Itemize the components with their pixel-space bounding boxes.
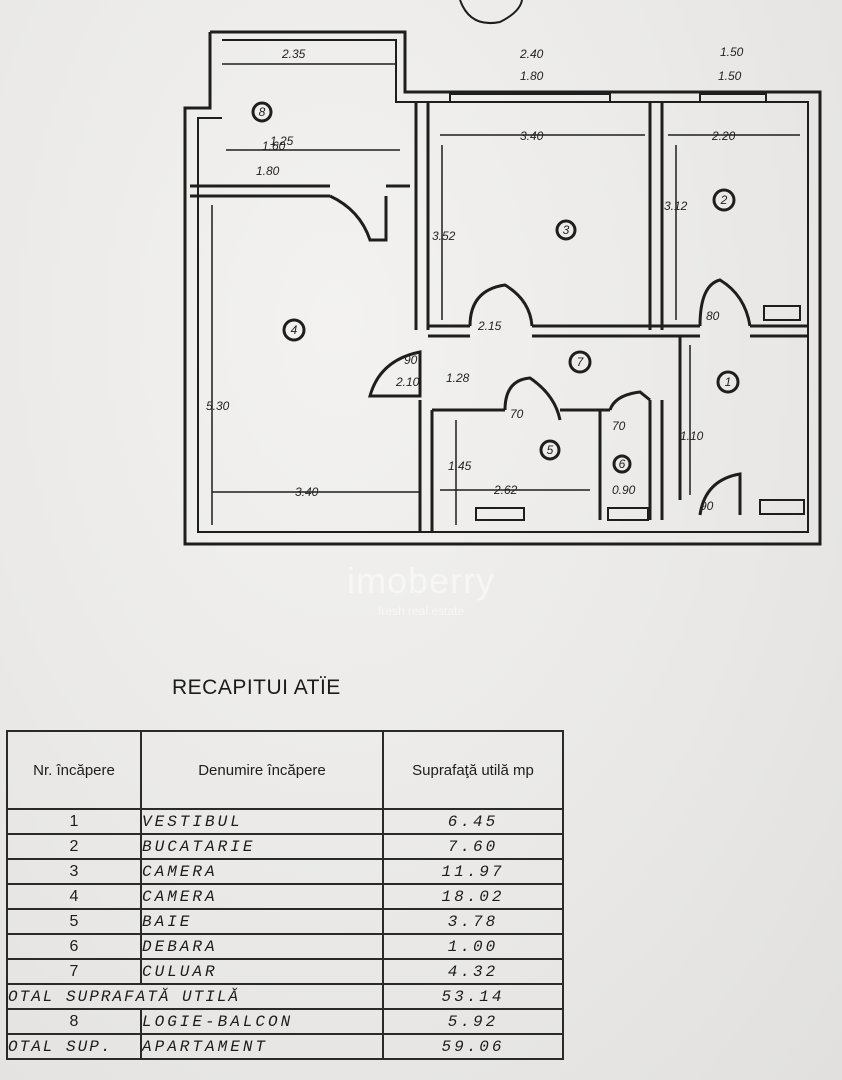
row-name: CULUAR (140, 958, 384, 985)
row-name: BAIE (140, 908, 384, 935)
dimension-label: 1.28 (446, 371, 470, 385)
total-util-area: 53.14 (382, 983, 564, 1010)
header-name: Denumire încăpere (140, 730, 384, 810)
door-arc (698, 278, 752, 327)
dimension-label: 80 (706, 309, 720, 323)
room-marker-label: 6 (619, 457, 626, 471)
row-area: 3.78 (382, 908, 564, 935)
dimension-label: 70 (510, 407, 524, 421)
dimension-label: 2.40 (519, 47, 544, 61)
room-marker (568, 350, 592, 374)
row-area: 1.00 (382, 933, 564, 960)
row-nr: 7 (6, 958, 142, 985)
row-name: VESTIBUL (140, 808, 384, 835)
row-nr: 2 (6, 833, 142, 860)
total-apartment-label: OTAL SUP. (6, 1033, 142, 1060)
header-area: Suprafaţă utilă mp (382, 730, 564, 810)
dimension-label: 2.20 (711, 129, 736, 143)
row-nr: 1 (6, 808, 142, 835)
dimension-label: 1.80 (520, 69, 544, 83)
row-nr: 3 (6, 858, 142, 885)
watermark-brand: imoberry (346, 560, 496, 601)
table-row: 1 VESTIBUL 6.45 (6, 808, 564, 835)
dimension-label: 1.10 (680, 429, 704, 443)
dimension-label: 1.50 (718, 69, 742, 83)
room-marker-label: 7 (577, 355, 585, 369)
dimension-label: 1.25 (270, 134, 294, 148)
room-marker-label: 2 (720, 193, 728, 207)
row-name: BUCATARIE (140, 833, 384, 860)
total-apartment-row: OTAL SUP. APARTAMENT 59.06 (6, 1033, 564, 1060)
dimension-label: 90 (700, 499, 714, 513)
dimension-label: 3.12 (664, 199, 688, 213)
row-name: DEBARA (140, 933, 384, 960)
recap-table: Nr. încăpere Denumire încăpere Suprafaţă… (6, 730, 564, 1060)
row-nr: 6 (6, 933, 142, 960)
table-row: 3 CAMERA 11.97 (6, 858, 564, 885)
room-marker-label: 8 (259, 105, 266, 119)
dimension-label: 2.10 (395, 375, 420, 389)
row-nr: 5 (6, 908, 142, 935)
table-row: 5 BAIE 3.78 (6, 908, 564, 935)
table-row: 7 CULUAR 4.32 (6, 958, 564, 985)
row-nr: 4 (6, 883, 142, 910)
dimension-label: 1.45 (448, 459, 472, 473)
table-row: 2 BUCATARIE 7.60 (6, 833, 564, 860)
room-marker-label: 3 (563, 223, 570, 237)
dimension-label: 3.52 (432, 229, 456, 243)
room-marker (716, 370, 740, 394)
dimension-label: 90 (404, 353, 418, 367)
row-area: 6.45 (382, 808, 564, 835)
room-marker (251, 101, 273, 123)
door-arc (329, 194, 388, 242)
room-marker (539, 439, 561, 461)
room-marker (555, 219, 577, 241)
total-apartment-name: APARTAMENT (140, 1033, 384, 1060)
door-arc (368, 350, 422, 398)
balcony-nr: 8 (6, 1008, 142, 1035)
dimension-label: 1.50 (720, 45, 744, 59)
balcony-area: 5.92 (382, 1008, 564, 1035)
dimension-label: 70 (612, 419, 626, 433)
room-marker (712, 188, 736, 212)
dimension-label: 2.15 (477, 319, 502, 333)
floor-plan: 2.35 2.40 1.80 1.25 1.50 3.40 2.20 1.80 … (183, 0, 822, 546)
row-area: 7.60 (382, 833, 564, 860)
row-area: 11.97 (382, 858, 564, 885)
door-arc (608, 390, 651, 411)
dimension-label: 3.40 (520, 129, 544, 143)
row-area: 18.02 (382, 883, 564, 910)
recap-title: RECAPITUI ATÏE (172, 676, 341, 699)
row-area: 4.32 (382, 958, 564, 985)
balcony-row: 8 LOGIE-BALCON 5.92 (6, 1008, 564, 1035)
door-arc (468, 283, 534, 327)
dimension-label: 0.90 (612, 483, 636, 497)
total-util-label: OTAL SUPRAFATĂ UTILĂ (6, 983, 384, 1010)
dimension-label: 1.80 (256, 164, 280, 178)
watermark-tagline: fresh real estate (377, 604, 465, 618)
header-nr: Nr. încăpere (6, 730, 142, 810)
door-arc (503, 376, 562, 421)
room-marker-label: 1 (725, 375, 732, 389)
total-apartment-area: 59.06 (382, 1033, 564, 1060)
door-arc (698, 472, 742, 516)
row-name: CAMERA (140, 858, 384, 885)
dimension-label: 3.40 (295, 485, 319, 499)
table-header-row: Nr. încăpere Denumire încăpere Suprafaţă… (6, 730, 564, 810)
outer-wall (183, 30, 822, 546)
dimension-label: 5.30 (206, 399, 230, 413)
room-marker-label: 4 (291, 323, 298, 337)
room-marker (612, 454, 632, 474)
table-row: 4 CAMERA 18.02 (6, 883, 564, 910)
table-row: 6 DEBARA 1.00 (6, 933, 564, 960)
balcony-name: LOGIE-BALCON (140, 1008, 384, 1035)
dimension-label: 2.35 (281, 47, 306, 61)
total-util-row: OTAL SUPRAFATĂ UTILĂ 53.14 (6, 983, 564, 1010)
dimension-label: 2.62 (493, 483, 518, 497)
room-marker-label: 5 (547, 443, 554, 457)
row-name: CAMERA (140, 883, 384, 910)
room-marker (282, 318, 306, 342)
dimension-label: 1.60 (262, 139, 286, 153)
